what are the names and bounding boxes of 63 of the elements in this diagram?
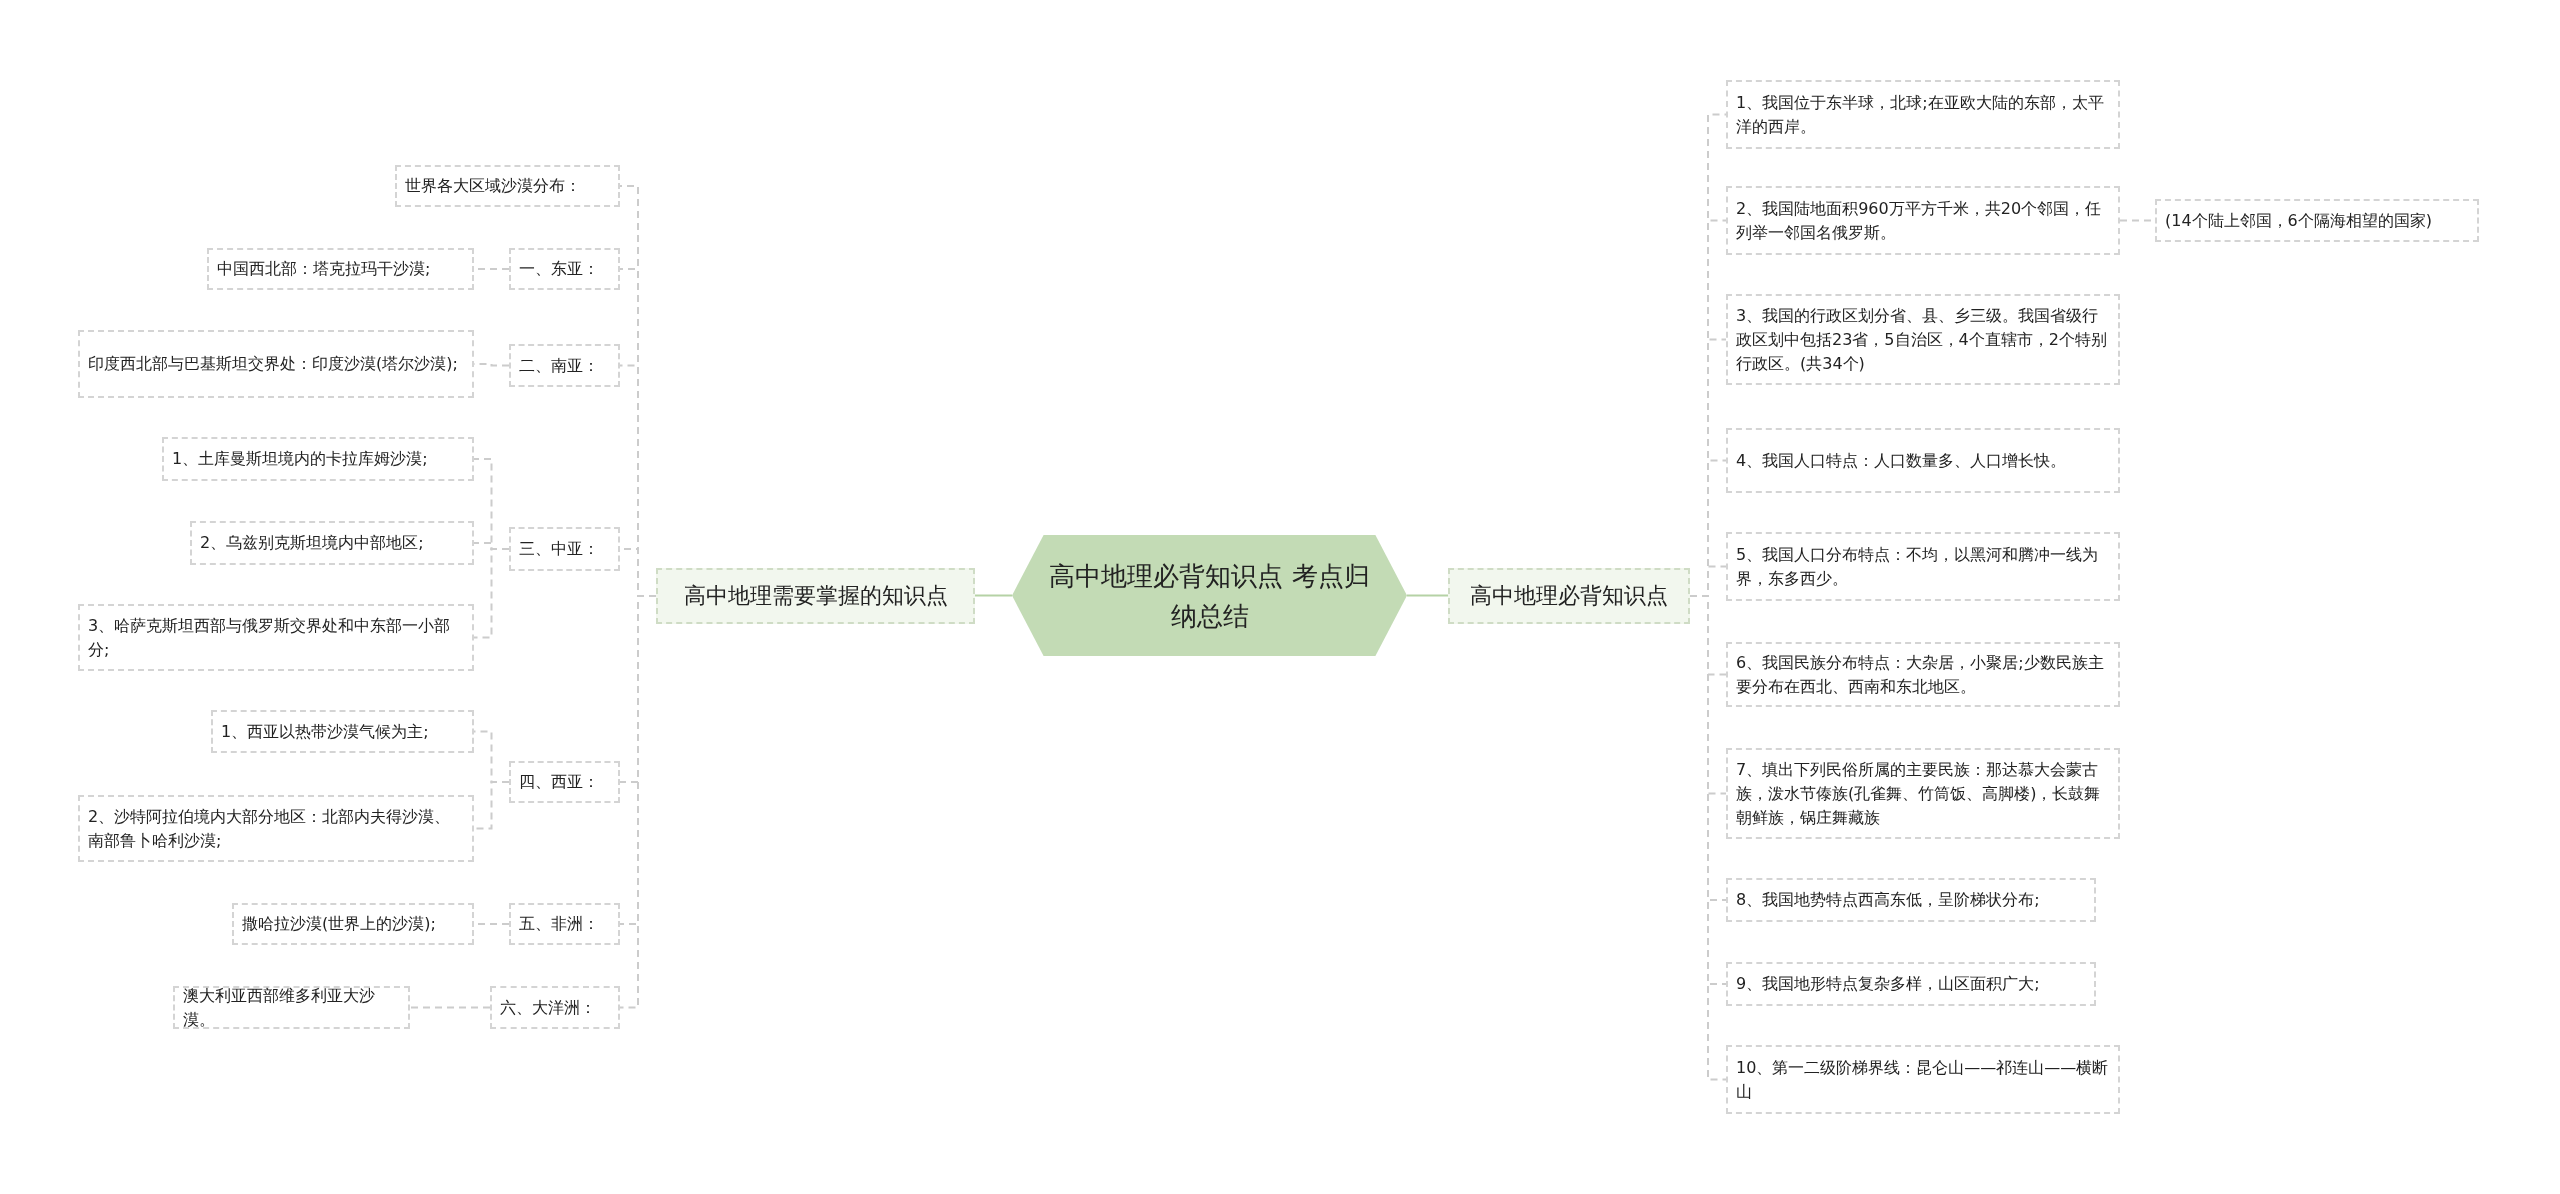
topic-box (1726, 532, 2120, 601)
topic-box (162, 437, 474, 481)
topic-label: 10、第一二级阶梯界线：昆仑山——祁连山——横断山 (1736, 1056, 2110, 1103)
topic-label: 2、沙特阿拉伯境内大部分地区：北部内夫得沙漠、南部鲁卜哈利沙漠; (88, 805, 452, 852)
topic-label: 9、我国地形特点复杂多样，山区面积广大; (1736, 973, 2040, 995)
connector-line (974, 594, 1013, 597)
topic-label: 5、我国人口分布特点：不均，以黑河和腾冲一线为界，东多西少。 (1736, 543, 2100, 590)
topic-box (78, 330, 474, 398)
topic-label: 2、我国陆地面积960万平方千米，共20个邻国，任列举一邻国名俄罗斯。 (1736, 197, 2103, 244)
topic-box (1726, 1045, 2120, 1114)
central-topic-title: 高中地理必背知识点 考点归纳总结 (1048, 559, 1371, 633)
topic-box (509, 248, 620, 290)
topic-box (190, 521, 474, 565)
topic-label: 1、土库曼斯坦境内的卡拉库姆沙漠; (172, 448, 428, 470)
topic-box (509, 761, 620, 803)
topic-label: 二、南亚： (519, 354, 599, 377)
branch-topic-box (1448, 568, 1690, 624)
topic-box (509, 344, 620, 387)
topic-label: 中国西北部：塔克拉玛干沙漠; (217, 258, 431, 280)
topic-box (78, 604, 474, 671)
connector-line (409, 1006, 491, 1009)
topic-label: 6、我国民族分布特点：大杂居，小聚居;少数民族主要分布在西北、西南和东北地区。 (1736, 651, 2105, 698)
branch-topic-box (656, 568, 975, 624)
topic-label: 澳大利亚西部维多利亚大沙漠。 (183, 984, 376, 1031)
topic-box (173, 986, 410, 1029)
topic-box (207, 248, 474, 290)
topic-box (1726, 428, 2120, 493)
topic-box (1726, 748, 2120, 839)
branch-topic-label: 高中地理必背知识点 (1470, 584, 1668, 608)
topic-box (1726, 878, 2096, 922)
topic-box (490, 986, 620, 1029)
topic-label: 1、西亚以热带沙漠气候为主; (221, 720, 429, 743)
topic-box (232, 903, 474, 945)
topic-label: 四、西亚： (519, 771, 599, 793)
connector-line (1406, 594, 1449, 597)
connector-line (473, 548, 510, 639)
topic-label: 7、填出下列民俗所属的主要民族：那达慕大会蒙古族，泼水节傣族(孔雀舞、竹筒饭、高脚楼)，长鼓舞朝鲜族，锅庄舞藏族 (1736, 758, 2102, 829)
topic-label: 印度西北部与巴基斯坦交界处：印度沙漠(塔尔沙漠); (88, 353, 458, 375)
topic-box (78, 795, 474, 862)
topic-box (1726, 186, 2120, 255)
topic-label: (14个陆上邻国，6个隔海相望的国家) (2165, 209, 2433, 232)
topic-label: 世界各大区域沙漠分布： (405, 175, 581, 197)
topic-box (2155, 199, 2479, 242)
topic-box (1726, 642, 2120, 707)
branch-topic-label: 高中地理需要掌握的知识点 (683, 584, 948, 608)
topic-label: 4、我国人口特点：人口数量多、人口增长快。 (1736, 449, 2067, 472)
topic-label: 1、我国位于东半球，北球;在亚欧大陆的东部，太平洋的西岸。 (1736, 91, 2105, 138)
topic-label: 六、大洋洲： (500, 996, 596, 1019)
topic-box (509, 527, 620, 571)
topic-label: 3、我国的行政区划分省、县、乡三级。我国省级行政区划中包括23省，5自治区，4个直辖市，2个特别行政区。(共34个) (1736, 304, 2108, 375)
topic-label: 一、东亚： (519, 258, 599, 280)
topic-box (1726, 962, 2096, 1006)
topic-label: 2、乌兹别克斯坦境内中部地区; (200, 532, 424, 554)
topic-label: 3、哈萨克斯坦西部与俄罗斯交界处和中东部一小部分; (88, 614, 452, 661)
topic-label: 三、中亚： (519, 538, 599, 560)
topic-box (211, 710, 474, 753)
topic-box (395, 165, 620, 207)
topic-label: 8、我国地势特点西高东低，呈阶梯状分布; (1736, 889, 2040, 911)
topic-box (509, 903, 620, 945)
topic-label: 撒哈拉沙漠(世界上的沙漠); (242, 913, 436, 935)
topic-box (1726, 294, 2120, 385)
topic-label: 五、非洲： (519, 913, 599, 935)
topic-box (1726, 80, 2120, 149)
